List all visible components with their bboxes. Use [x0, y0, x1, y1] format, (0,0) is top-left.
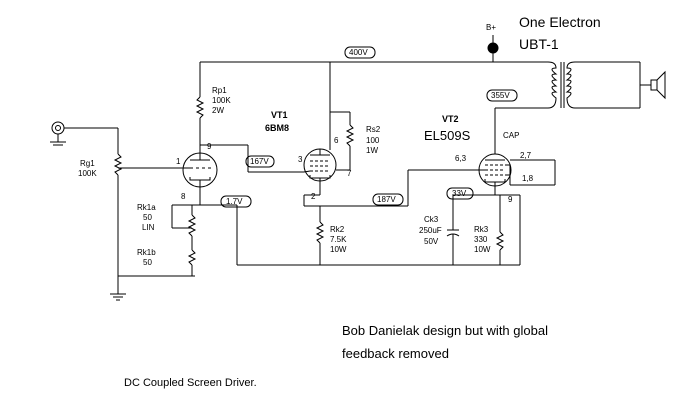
rk1b-value: 50 — [143, 258, 152, 267]
rk1b-name: Rk1b — [137, 248, 156, 257]
voltage-label-33v: 33V — [446, 187, 474, 200]
text-label: 355V — [491, 91, 510, 100]
rk2-name: Rk2 — [330, 225, 345, 234]
pin-label: 3 — [298, 155, 303, 164]
tube-vt2: VT2 EL509S CAP 6,3 2,7 1,8 9 — [424, 108, 534, 204]
rg1-name: Rg1 — [80, 159, 95, 168]
credit-note-line1: Bob Danielak design but with global — [342, 323, 548, 338]
speaker-icon — [640, 70, 666, 100]
input-jack — [50, 121, 118, 146]
rk3-watts: 10W — [474, 245, 491, 254]
rp1-value: 100K — [212, 96, 231, 105]
rg1-value: 100K — [78, 169, 97, 178]
cathode-network-vt1: Rk1a 50 LIN Rk1b 50 — [137, 203, 237, 276]
ck3-value: 250uF — [419, 226, 442, 235]
text-label: 33V — [452, 189, 467, 198]
rk3-name: Rk3 — [474, 225, 489, 234]
tube-vt1-pentode: 6 3 7 2 VT1 6BM8 — [265, 110, 352, 201]
pin-label: 6,3 — [455, 154, 467, 163]
pin-label: 6 — [334, 136, 339, 145]
ck3-volts: 50V — [424, 237, 439, 246]
ck3-name: Ck3 — [424, 215, 439, 224]
vt2-name: VT2 — [442, 114, 459, 124]
text-label: 1.7V — [226, 197, 243, 206]
vt1-type: 6BM8 — [265, 123, 289, 133]
pin-label: 9 — [508, 195, 513, 204]
vt2-cap: CAP — [503, 131, 519, 140]
rk1a-value: 50 — [143, 213, 152, 222]
vt2-type: EL509S — [424, 128, 471, 143]
rk3-value: 330 — [474, 235, 488, 244]
credit-note-line2: feedback removed — [342, 346, 449, 361]
rp1-watts: 2W — [212, 106, 224, 115]
bplus-label: B+ — [486, 23, 496, 32]
pin-label: 2,7 — [520, 151, 532, 160]
rk1a-type: LIN — [142, 223, 155, 232]
vt1-name: VT1 — [271, 110, 288, 120]
rk1a-name: Rk1a — [137, 203, 156, 212]
pin-label: 1,8 — [522, 174, 534, 183]
voltage-label-355v: 355V — [486, 89, 518, 102]
ground-rail — [110, 275, 195, 301]
rp1-name: Rp1 — [212, 86, 227, 95]
resistor-rs2: Rs2 100 1W — [336, 112, 381, 171]
voltage-label-1-7v: 1.7V — [220, 195, 252, 208]
pin-label: 8 — [181, 192, 186, 201]
pin-label: 1 — [176, 157, 181, 166]
text-label: 187V — [377, 195, 396, 204]
resistor-rk2: Rk2 7.5K 10W — [303, 194, 408, 265]
tube-vt1-triode: 9 1 8 — [176, 142, 218, 205]
diagram-caption: DC Coupled Screen Driver. — [124, 377, 257, 389]
output-transformer — [547, 61, 641, 109]
text-label: 400V — [349, 48, 368, 57]
resistor-rp1: Rp1 100K 2W — [195, 61, 548, 153]
pin-label: 7 — [347, 169, 352, 178]
transformer-model: UBT-1 — [519, 36, 559, 52]
transformer-name: One Electron — [519, 14, 601, 30]
voltage-label-187v: 187V — [372, 193, 404, 206]
voltage-label-167v: 167V — [245, 155, 275, 168]
cathode-network-vt2: Rk3 330 10W — [453, 194, 521, 265]
pin-label: 9 — [207, 142, 212, 151]
rs2-value: 100 — [366, 136, 380, 145]
text-label: 167V — [250, 157, 269, 166]
rs2-name: Rs2 — [366, 125, 381, 134]
resistor-rg1: Rg1 100K — [78, 128, 176, 285]
rs2-watts: 1W — [366, 146, 378, 155]
pin-label: 2 — [311, 192, 316, 201]
voltage-label-400v: 400V — [344, 46, 376, 59]
capacitor-ck3: Ck3 250uF 50V — [419, 195, 460, 265]
bplus-node: B+ — [486, 23, 499, 62]
rk2-value: 7.5K — [330, 235, 347, 244]
rk2-watts: 10W — [330, 245, 347, 254]
